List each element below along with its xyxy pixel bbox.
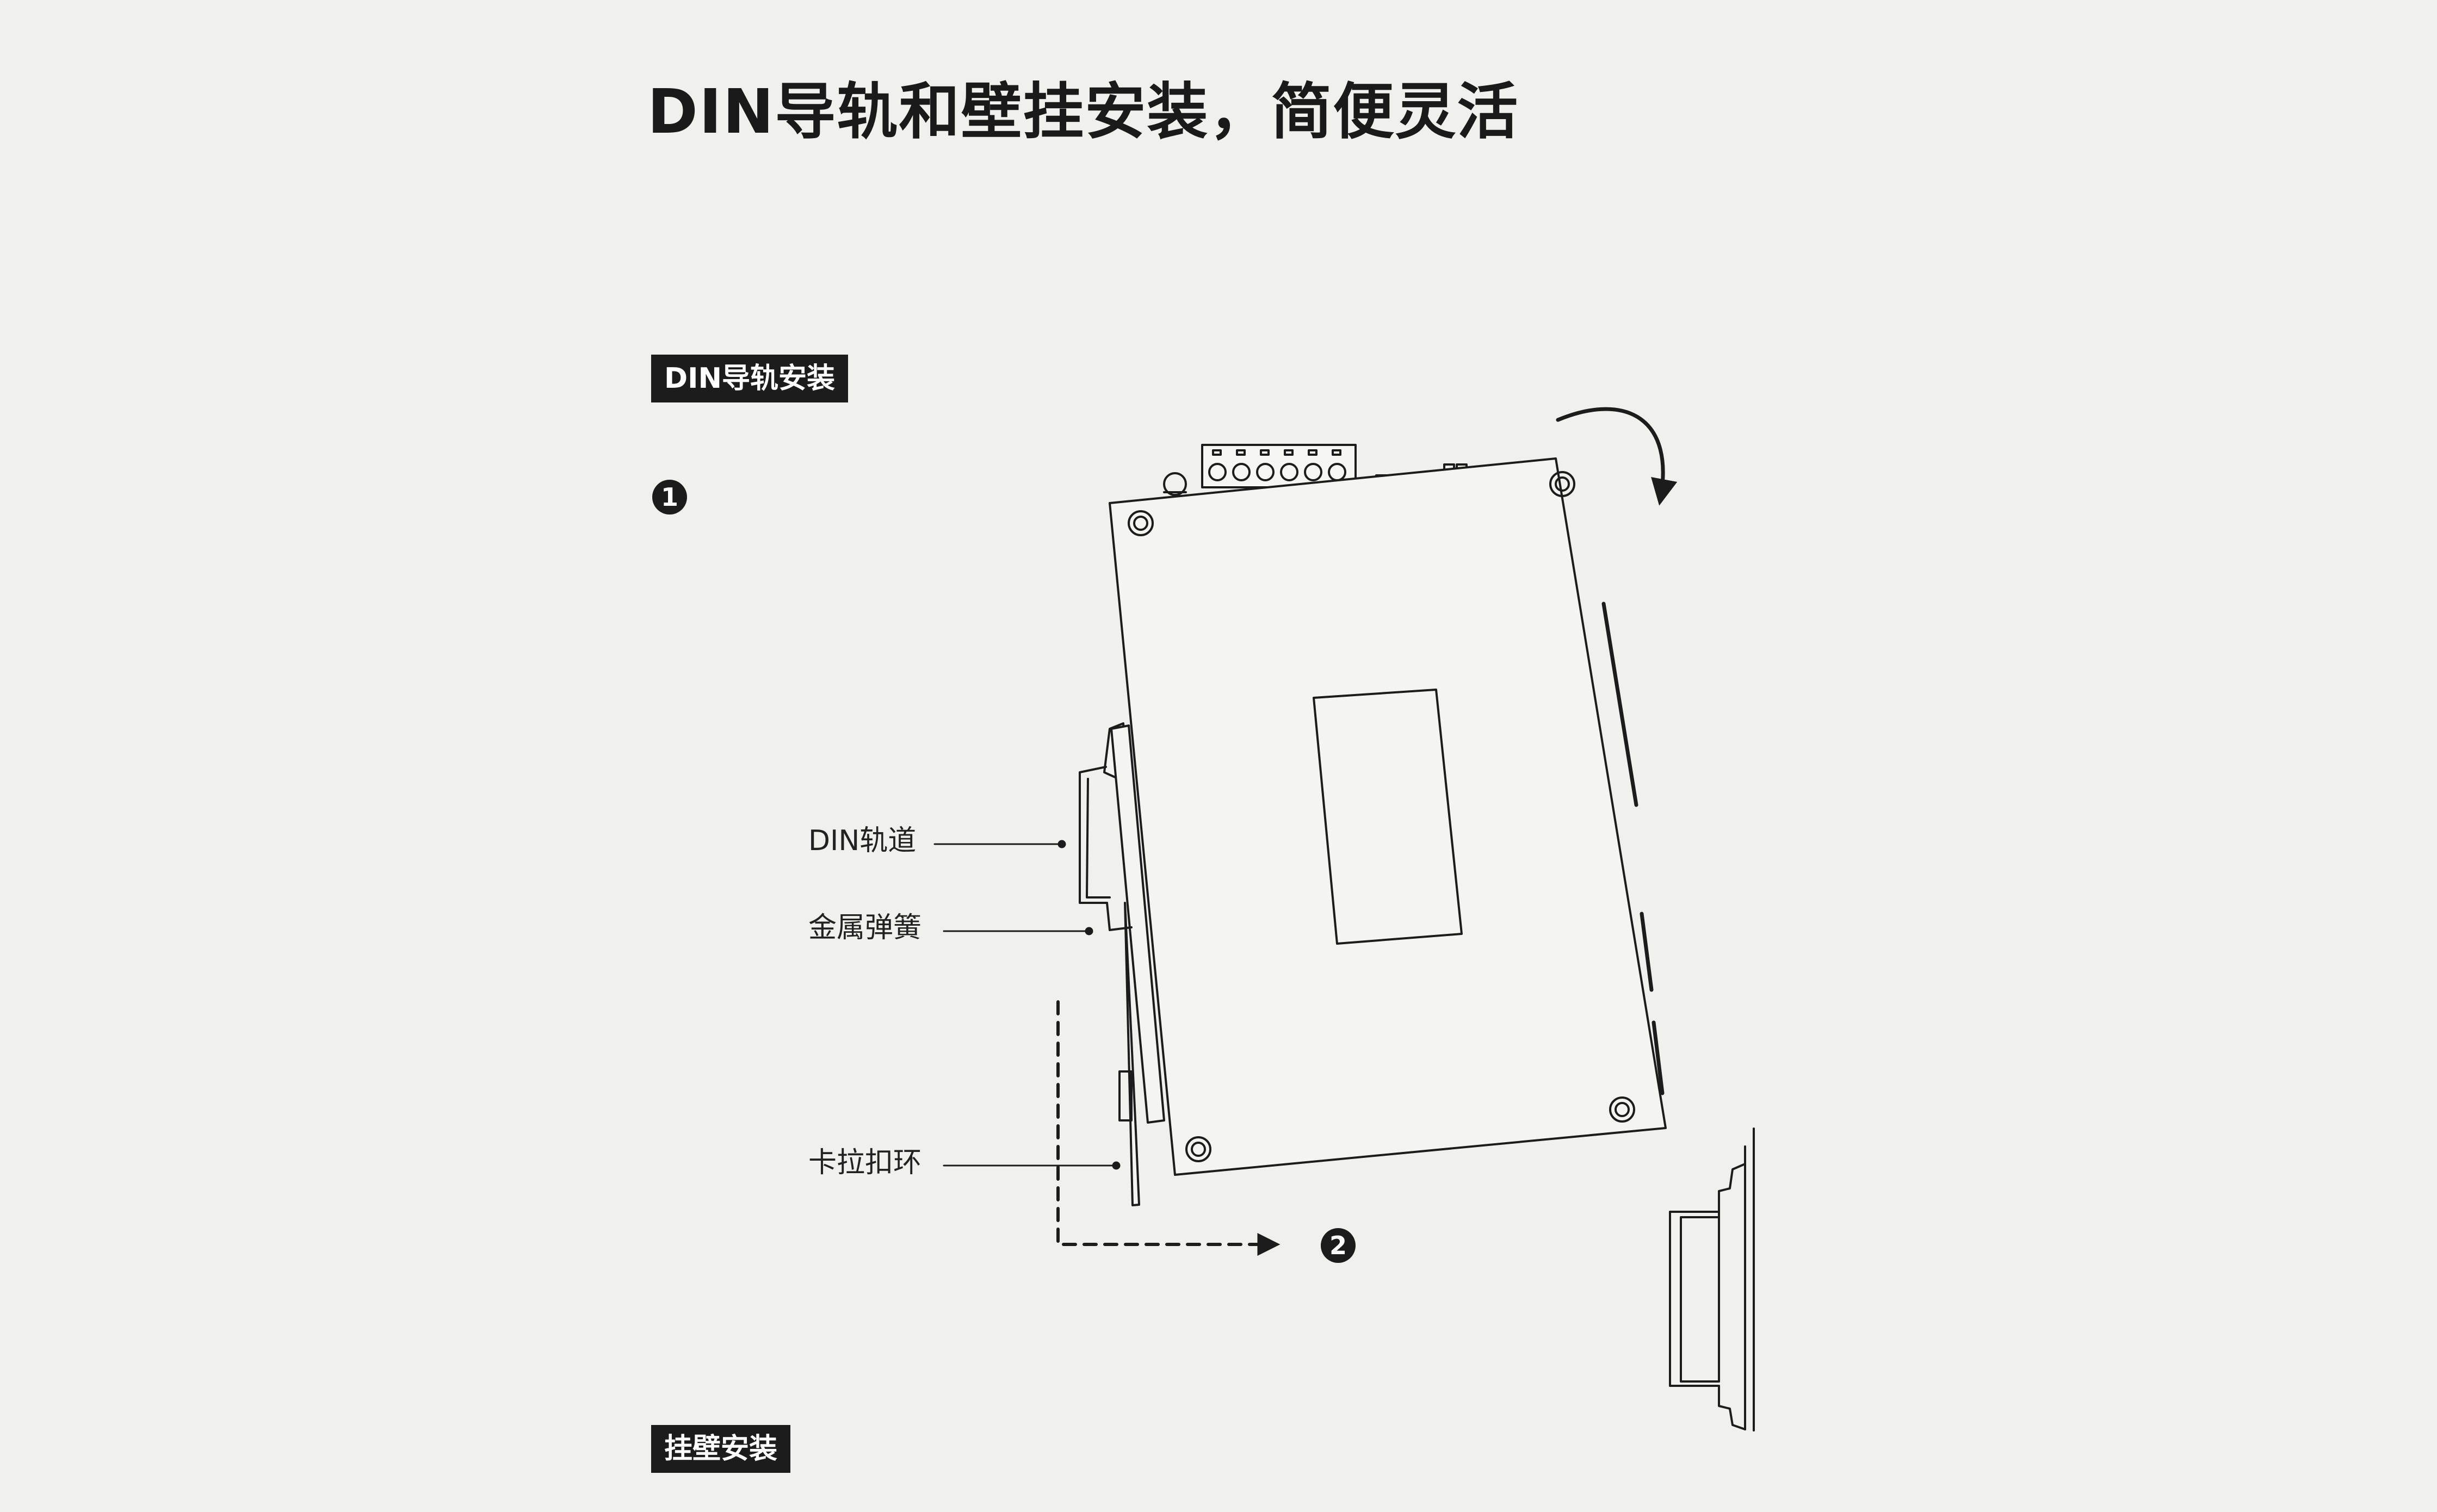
callout-leaders: [933, 840, 1121, 1170]
corner-screws: [1128, 471, 1635, 1162]
din-clip: [1079, 722, 1165, 1206]
section-label-din-rail: DIN导轨安装: [651, 355, 849, 402]
page-title: DIN导轨和壁挂安装，简便灵活: [647, 77, 1519, 147]
tilted-device: [1079, 444, 1667, 1206]
device-body: [1109, 457, 1667, 1176]
section-label-wall-mount: 挂壁安装: [651, 1425, 791, 1473]
callout-latch-ring: 卡拉扣环: [808, 1147, 922, 1179]
label-plate: [1313, 689, 1463, 945]
step-two-badge: 2: [1321, 1228, 1356, 1263]
din-rail-on-wall: [1669, 1127, 1755, 1432]
callout-din-rail: DIN轨道: [808, 825, 917, 857]
ground-screw: [1163, 472, 1187, 496]
step-one-badge: 1: [652, 480, 687, 515]
rotate-arrow-icon: [1556, 407, 1678, 506]
callout-metal-spring: 金属弹簧: [808, 912, 922, 944]
